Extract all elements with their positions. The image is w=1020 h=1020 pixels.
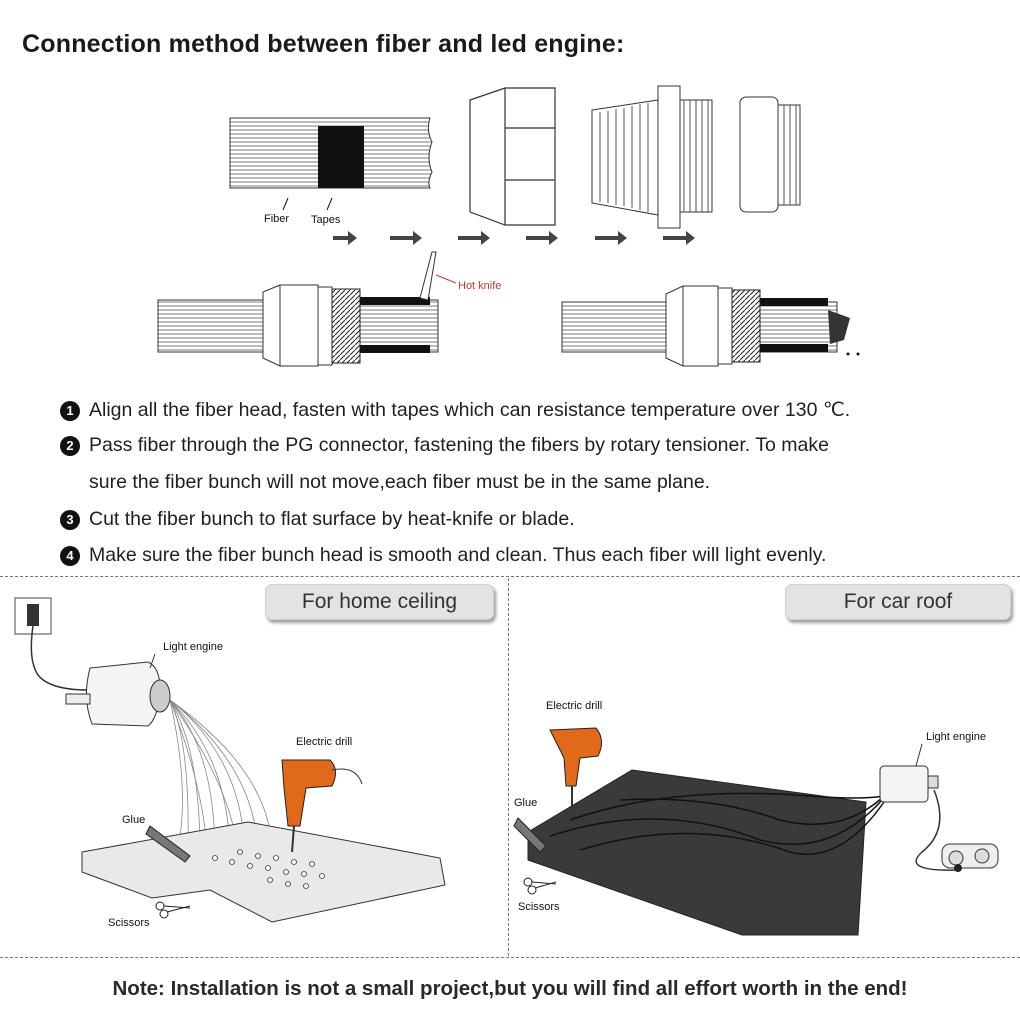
car-drill-label: Electric drill	[546, 700, 602, 712]
step-3-number: 3	[60, 510, 80, 530]
fiber-label: Fiber	[264, 213, 289, 225]
step-4-text: Make sure the fiber bunch head is smooth…	[89, 544, 827, 566]
divider-middle	[508, 578, 509, 956]
step-4: 4 Make sure the fiber bunch head is smoot…	[60, 544, 826, 567]
step-1-text: Align all the fiber head, fasten with ta…	[89, 399, 851, 421]
assembled-connector-right	[561, 285, 860, 367]
page-title: Connection method between fiber and led …	[22, 30, 625, 58]
glue-car-icon	[513, 817, 547, 853]
step-2-text: Pass fiber through the PG connector, fas…	[89, 434, 829, 456]
car-light-engine-label: Light engine	[926, 731, 986, 743]
scissors-car-icon	[523, 877, 557, 895]
car-power-adapter-icon	[941, 843, 999, 872]
fiber-bundle-illustration: Fiber Tapes	[229, 117, 433, 226]
light-engine-home-icon	[65, 661, 171, 727]
electric-drill-home-icon	[281, 759, 363, 853]
seal-insert-illustration	[591, 85, 713, 229]
home-drill-label: Electric drill	[296, 736, 352, 748]
car-glue-label: Glue	[514, 797, 537, 809]
thread-end-illustration	[739, 96, 801, 213]
step-3-text: Cut the fiber bunch to flat surface by h…	[89, 508, 575, 530]
step-1-number: 1	[60, 401, 80, 421]
home-glue-label: Glue	[122, 814, 145, 826]
connector-diagram: Fiber Tapes	[157, 85, 860, 367]
step-2-continued-text: sure the fiber bunch will not move,each …	[89, 471, 711, 493]
cap-nut-illustration	[469, 87, 556, 226]
car-roof-board	[527, 769, 867, 936]
electric-drill-car-icon	[549, 727, 602, 808]
step-2: 2 Pass fiber through the PG connector, fa…	[60, 434, 829, 457]
car-roof-badge: For car roof	[785, 584, 1011, 620]
home-scissors-label: Scissors	[108, 917, 150, 929]
scissors-home-icon	[155, 901, 191, 919]
divider-bottom	[0, 957, 1020, 958]
glue-home-icon	[145, 825, 191, 863]
divider-top	[0, 576, 1020, 577]
home-ceiling-badge: For home ceiling	[265, 584, 494, 620]
step-2-continued: sure the fiber bunch will not move,each …	[89, 471, 710, 494]
car-scissors-label: Scissors	[518, 901, 560, 913]
ceiling-board	[81, 821, 446, 923]
tapes-label: Tapes	[311, 214, 341, 226]
installation-note: Note: Installation is not a small projec…	[112, 977, 908, 1000]
assembled-connector-left: Hot knife	[157, 251, 501, 367]
process-arrows	[333, 231, 695, 245]
step-2-number: 2	[60, 436, 80, 456]
home-light-engine-label: Light engine	[163, 641, 223, 653]
step-4-number: 4	[60, 546, 80, 566]
hot-knife-label: Hot knife	[458, 280, 501, 292]
light-engine-car-icon	[879, 765, 961, 871]
car-roof-illustration: Light engine Electric drill Glue Scissor…	[513, 700, 999, 936]
step-3: 3 Cut the fiber bunch to flat surface by …	[60, 508, 575, 531]
home-ceiling-illustration: Light engine Electric drill Glue Scissor…	[14, 597, 446, 929]
step-1: 1 Align all the fiber head, fasten with t…	[60, 398, 850, 422]
